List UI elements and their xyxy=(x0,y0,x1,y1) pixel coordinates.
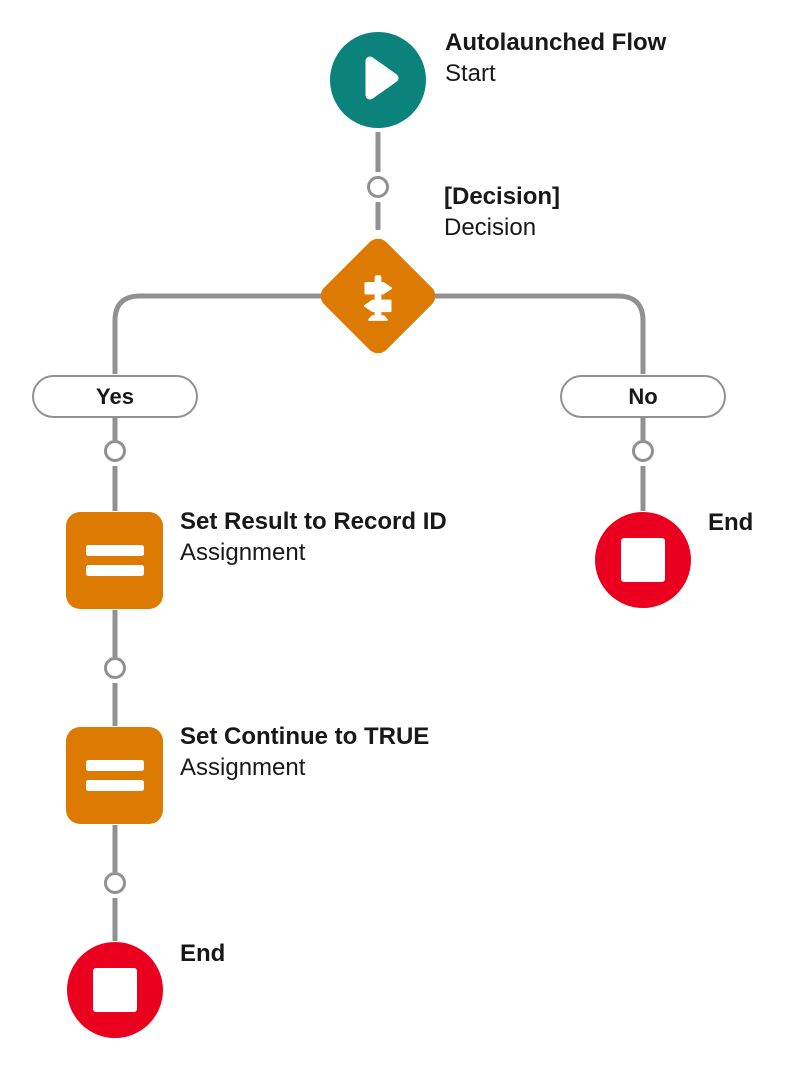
start-label: Autolaunched Flow Start xyxy=(445,27,666,89)
start-node[interactable] xyxy=(330,32,426,128)
end-stop-icon xyxy=(621,538,665,582)
add-node-circle[interactable] xyxy=(104,657,126,679)
branch-pill-yes: Yes xyxy=(32,375,198,418)
branch-pill-no-label: No xyxy=(628,383,658,409)
decision-node[interactable] xyxy=(315,233,441,359)
end-right-label: End xyxy=(708,507,753,538)
decision-label: [Decision] Decision xyxy=(444,181,560,243)
connector-no-branch xyxy=(384,293,646,374)
end-left-label: End xyxy=(180,938,225,969)
start-subtitle: Start xyxy=(445,60,496,87)
assignment-node-set-continue[interactable] xyxy=(66,727,163,824)
start-title: Autolaunched Flow xyxy=(445,29,667,56)
assignment-node-set-result[interactable] xyxy=(66,512,163,609)
branch-pill-no: No xyxy=(560,375,726,418)
add-node-circle[interactable] xyxy=(367,176,389,198)
connector-yes-branch xyxy=(112,293,372,374)
add-node-circle[interactable] xyxy=(104,440,126,462)
end-node-yes-branch[interactable] xyxy=(67,942,163,1038)
branch-pill-yes-label: Yes xyxy=(96,383,134,409)
assignment-equals-icon xyxy=(85,780,144,791)
assignment-2-label: Set Continue to TRUE Assignment xyxy=(180,721,429,783)
signpost-icon xyxy=(351,269,405,323)
assignment-equals-icon xyxy=(85,760,144,771)
end-node-no-branch[interactable] xyxy=(595,512,691,608)
play-icon xyxy=(330,30,426,131)
assignment-1-subtitle: Assignment xyxy=(180,539,306,566)
end-stop-icon xyxy=(93,968,137,1012)
decision-subtitle: Decision xyxy=(444,214,537,241)
assignment-1-label: Set Result to Record ID Assignment xyxy=(180,506,447,568)
assignment-2-title: Set Continue to TRUE xyxy=(180,723,430,750)
decision-title: [Decision] xyxy=(444,183,561,210)
assignment-equals-icon xyxy=(85,565,144,576)
add-node-circle[interactable] xyxy=(104,872,126,894)
add-node-circle[interactable] xyxy=(632,440,654,462)
assignment-2-subtitle: Assignment xyxy=(180,754,306,781)
end-right-title: End xyxy=(708,509,754,536)
assignment-1-title: Set Result to Record ID xyxy=(180,508,447,535)
assignment-equals-icon xyxy=(85,545,144,556)
end-left-title: End xyxy=(180,940,226,967)
